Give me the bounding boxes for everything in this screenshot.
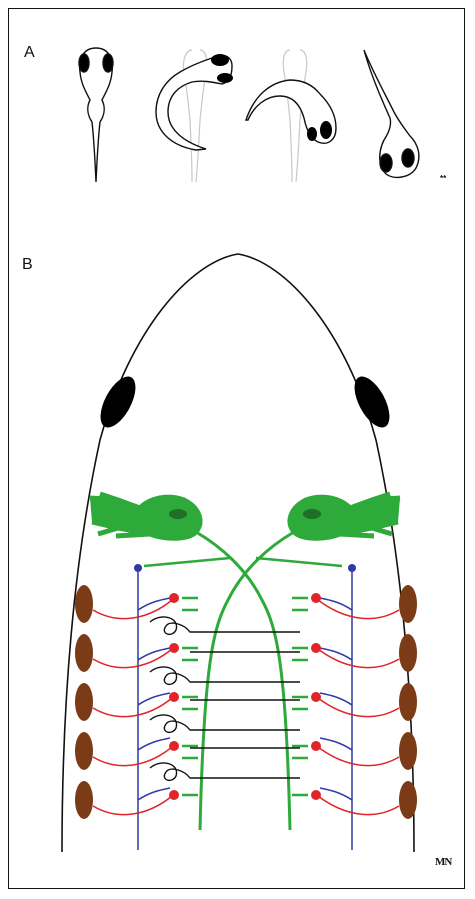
eye-icon bbox=[402, 149, 414, 167]
mauthner-cell-left bbox=[90, 494, 290, 830]
eye-icon bbox=[93, 371, 142, 433]
eye-icon bbox=[320, 121, 332, 139]
motor-neurons-right bbox=[311, 593, 399, 815]
collateral-right bbox=[256, 558, 342, 566]
larva-turned bbox=[364, 50, 419, 177]
eye-icon bbox=[307, 127, 317, 141]
eye-icon bbox=[380, 154, 392, 172]
larva-straight bbox=[79, 48, 113, 182]
eye-icon bbox=[79, 54, 89, 72]
muscles-left bbox=[75, 585, 93, 819]
head-outline bbox=[62, 254, 414, 852]
muscles-right bbox=[399, 585, 417, 819]
collateral-left bbox=[144, 558, 230, 566]
eye-icon bbox=[217, 73, 233, 83]
mauthner-cell-right bbox=[200, 494, 400, 830]
eye-icon bbox=[103, 54, 113, 72]
eye-icon bbox=[211, 54, 229, 66]
larva-c-bend-left bbox=[156, 50, 233, 182]
inhibitory-interneurons bbox=[134, 564, 356, 850]
larva-c-bend-right bbox=[246, 50, 336, 182]
